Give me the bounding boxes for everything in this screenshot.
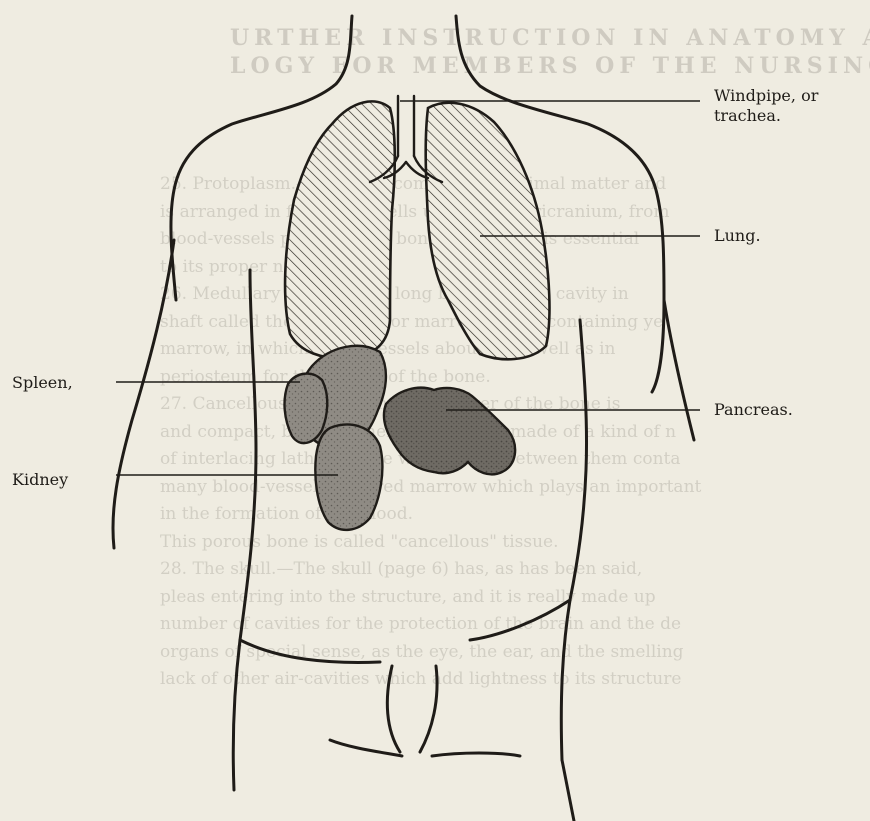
label-pancreas: Pancreas. — [712, 400, 795, 420]
left-side-line — [233, 270, 256, 790]
right-lung — [426, 103, 550, 360]
label-lung: Lung. — [712, 226, 763, 246]
right-side-line — [561, 320, 586, 760]
left-lung — [285, 101, 395, 358]
spleen — [285, 374, 328, 444]
right-arm-line — [664, 300, 694, 440]
groin-left-line — [387, 666, 400, 752]
kidney — [315, 425, 382, 530]
label-spleen: Spleen, — [10, 373, 75, 393]
right-hip-line — [470, 600, 570, 640]
left-arm-line — [113, 240, 174, 548]
right-leg-line — [432, 753, 520, 756]
left-hip-line — [240, 640, 380, 662]
label-kidney: Kidney — [10, 470, 70, 490]
lower-center-line — [562, 760, 574, 821]
pancreas — [384, 388, 515, 475]
groin-right-line — [420, 666, 437, 752]
abdominal-organs — [285, 346, 516, 530]
left-leg-line — [330, 740, 402, 756]
lungs — [285, 101, 549, 359]
label-windpipe: Windpipe, or trachea. — [712, 86, 866, 126]
